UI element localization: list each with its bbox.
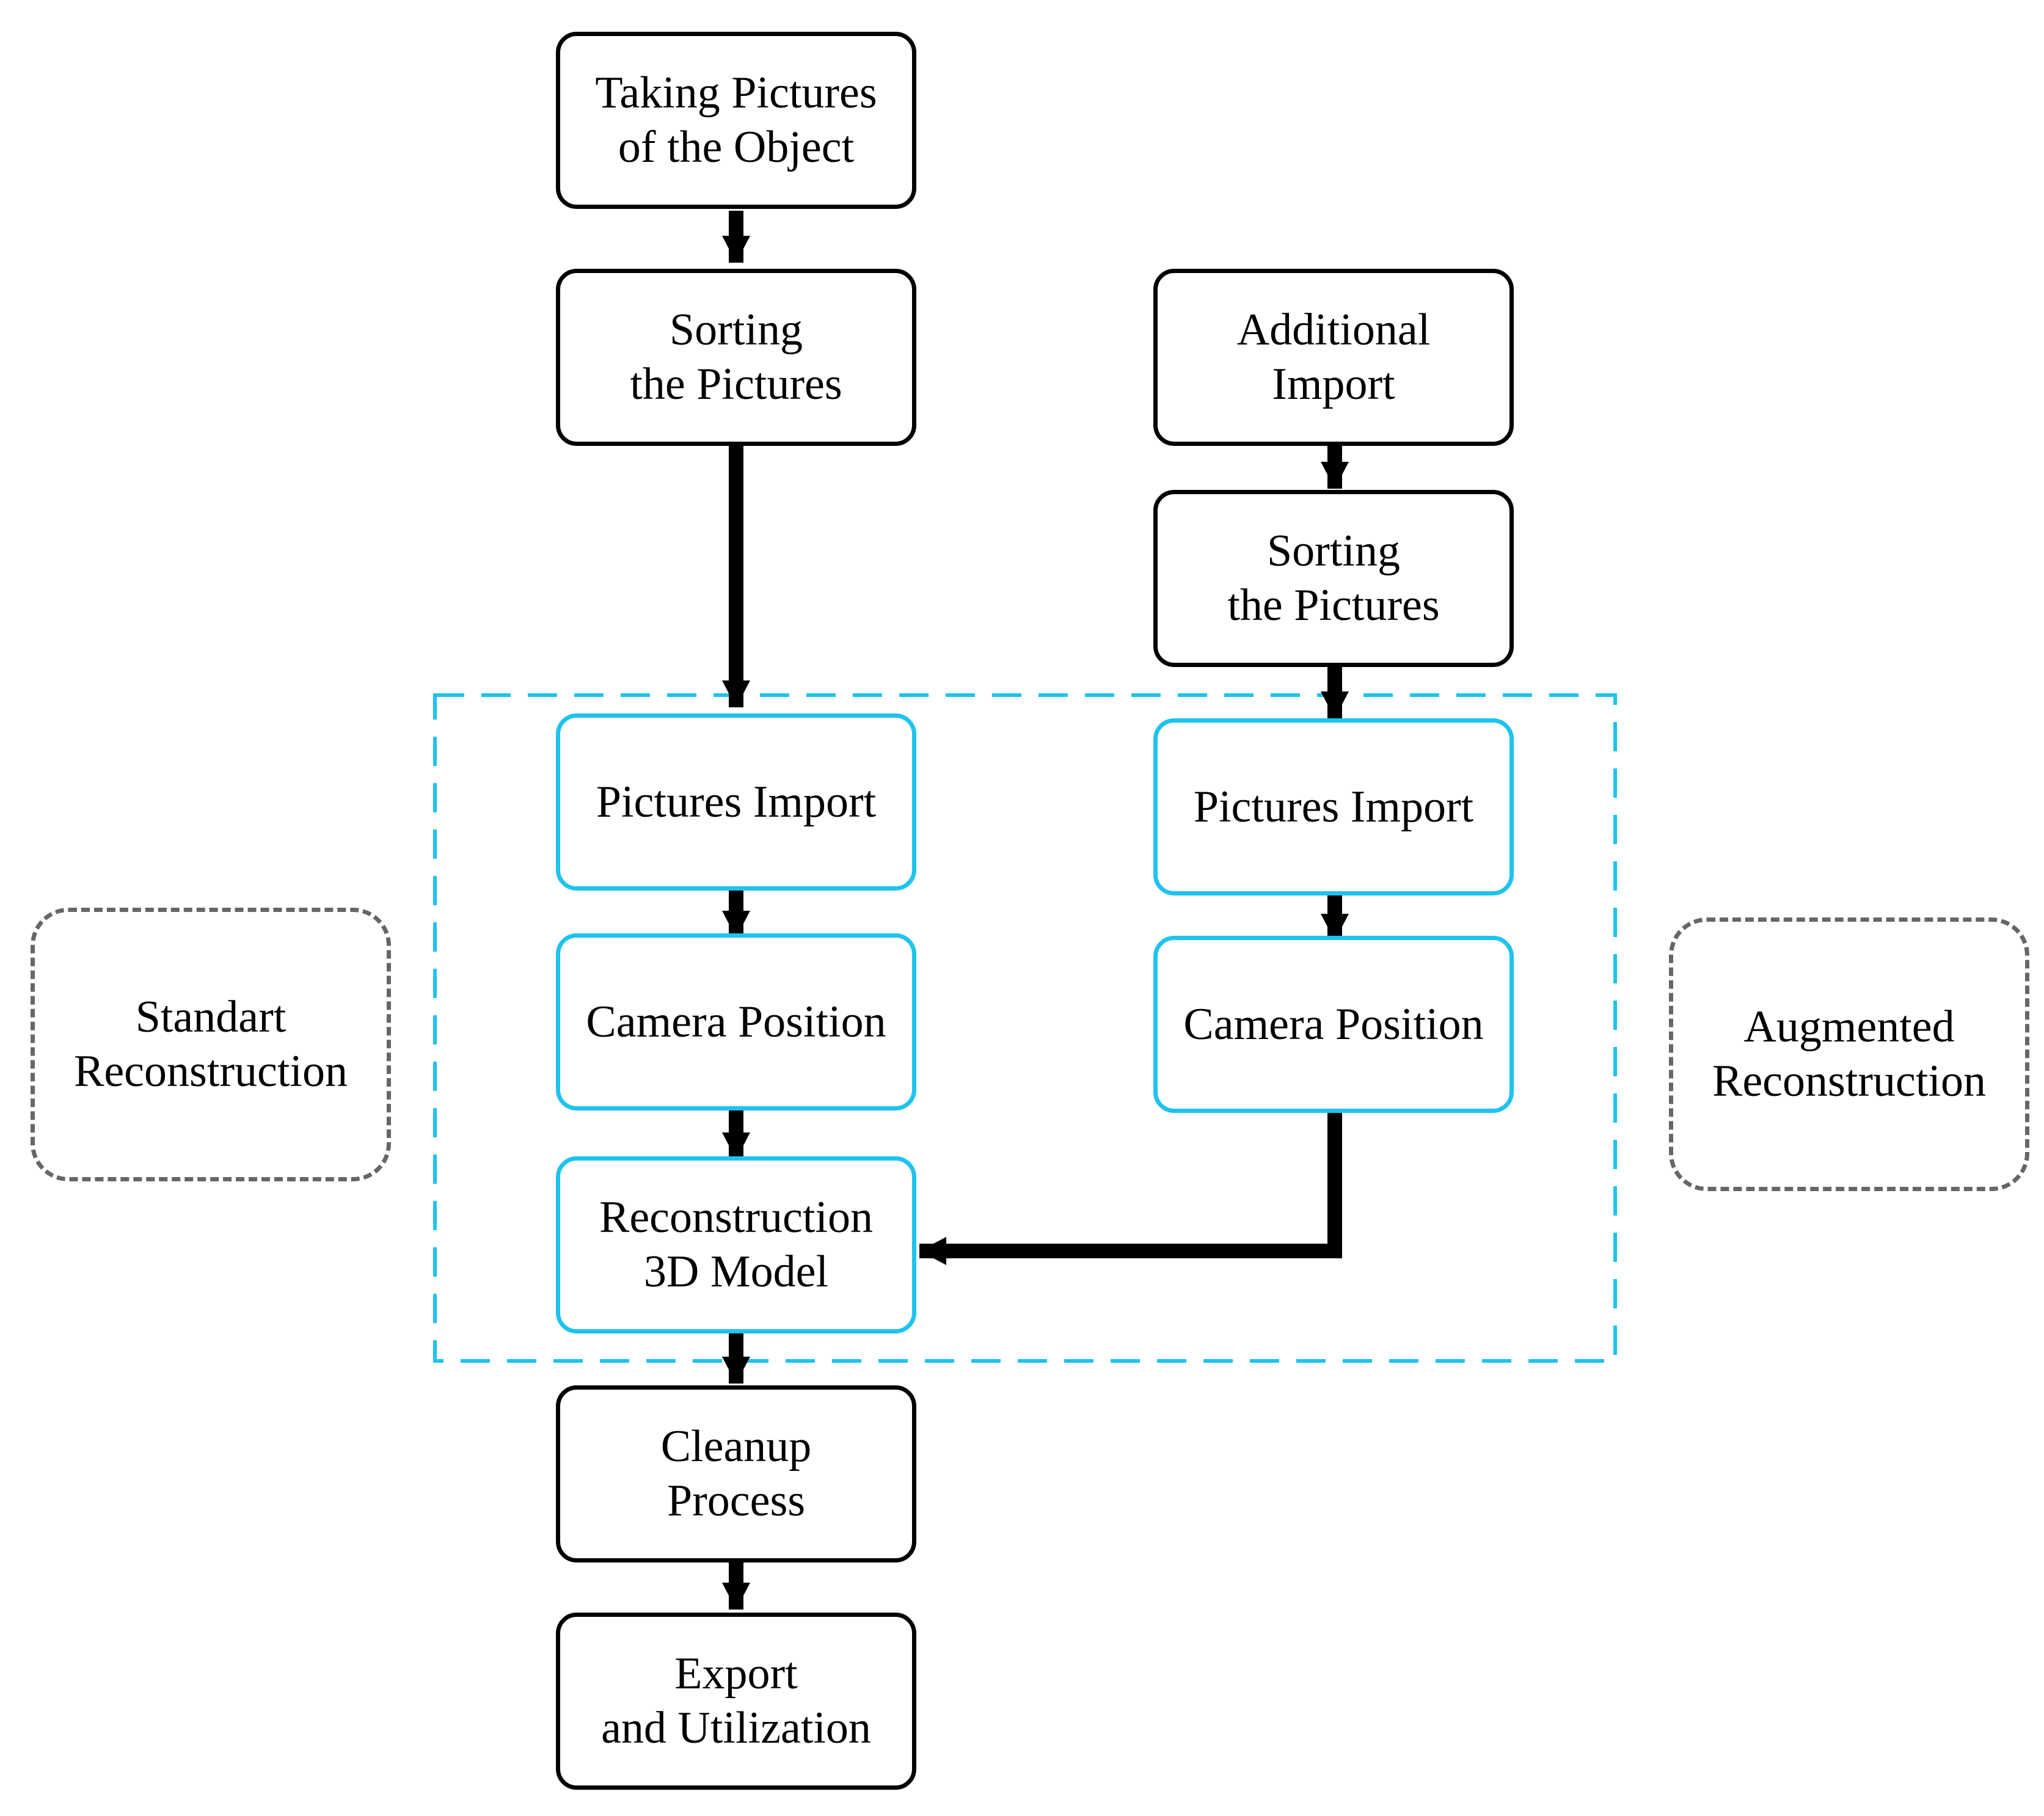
pictures-import-line1: Pictures Import	[596, 776, 877, 827]
taking-pictures-line2: of the Object	[618, 122, 855, 172]
additional-import-box: Additional Import	[1153, 269, 1514, 446]
taking-pictures-line1: Taking Pictures	[595, 68, 877, 119]
aug-pictures-import-line1: Pictures Import	[1193, 781, 1474, 832]
arrow-aug-camera-to-reconstruction	[919, 1113, 1342, 1265]
augmented-label-line2: Reconstruction	[1712, 1056, 1986, 1106]
aug-sorting-pictures-box: Sorting the Pictures	[1153, 490, 1514, 667]
aug-sorting-pictures-line2: the Pictures	[1227, 580, 1440, 630]
aug-camera-position-box: Camera Position	[1153, 936, 1514, 1113]
camera-position-line1: Camera Position	[586, 996, 886, 1047]
additional-import-line1: Additional	[1236, 305, 1431, 356]
camera-position-box: Camera Position	[556, 933, 916, 1110]
aug-sorting-pictures-line1: Sorting	[1267, 526, 1400, 577]
standard-label-line1: Standart	[135, 992, 287, 1043]
cleanup-line1: Cleanup	[660, 1421, 812, 1472]
sorting-pictures-box: Sorting the Pictures	[556, 269, 916, 446]
pictures-import-box: Pictures Import	[556, 713, 916, 891]
augmented-label-line1: Augmented	[1743, 1002, 1955, 1052]
augmented-reconstruction-label: Augmented Reconstruction	[1669, 917, 2029, 1191]
export-line2: and Utilization	[601, 1703, 871, 1753]
reconstruction-line2: 3D Model	[643, 1247, 829, 1297]
export-line1: Export	[674, 1649, 798, 1699]
standard-reconstruction-label: Standart Reconstruction	[31, 908, 391, 1181]
taking-pictures-box: Taking Pictures of the Object	[556, 32, 916, 209]
standard-label-line2: Reconstruction	[73, 1046, 348, 1096]
reconstruction-line1: Reconstruction	[599, 1192, 873, 1243]
sorting-pictures-line1: Sorting	[670, 305, 803, 356]
export-box: Export and Utilization	[556, 1613, 916, 1790]
aug-camera-position-line1: Camera Position	[1183, 999, 1484, 1049]
additional-import-line2: Import	[1272, 359, 1395, 409]
reconstruction-group-frame	[433, 693, 1617, 1363]
reconstruction-box: Reconstruction 3D Model	[556, 1156, 916, 1333]
aug-pictures-import-box: Pictures Import	[1153, 718, 1514, 895]
cleanup-box: Cleanup Process	[556, 1385, 916, 1563]
cleanup-line2: Process	[666, 1476, 806, 1526]
sorting-pictures-line2: the Pictures	[630, 359, 842, 409]
